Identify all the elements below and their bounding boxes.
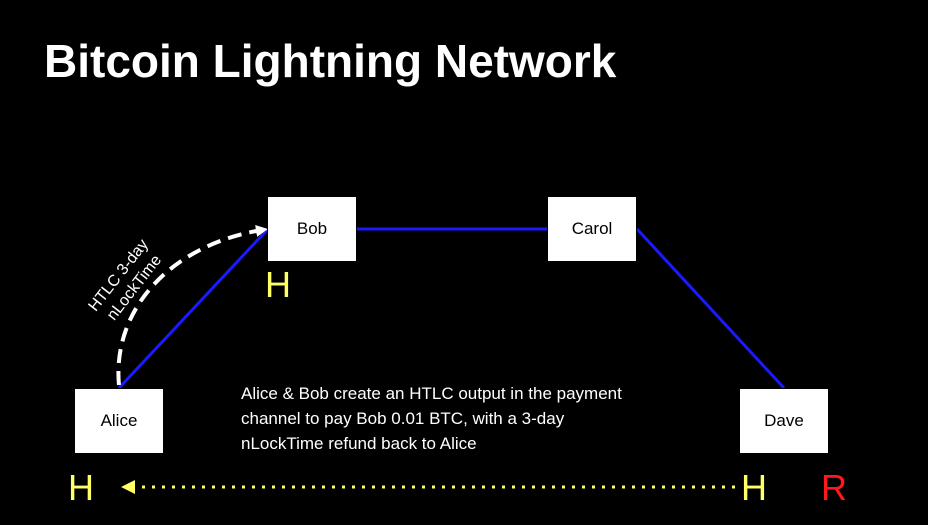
node-bob-label: Bob (296, 219, 328, 238)
node-alice[interactable]: Alice (74, 388, 164, 454)
slide-title: Bitcoin Lightning Network (44, 35, 617, 87)
caption-line-3: nLockTime refund back to Alice (241, 434, 477, 453)
node-alice-label: Alice (100, 411, 138, 430)
caption: Alice & Bob create an HTLC output in the… (241, 381, 701, 456)
node-bob[interactable]: Bob (267, 196, 357, 262)
node-dave-label: Dave (764, 411, 804, 430)
bob-hash-marker: H (265, 264, 291, 305)
node-dave[interactable]: Dave (739, 388, 829, 454)
caption-line-1: Alice & Bob create an HTLC output in the… (241, 384, 622, 403)
channel-carol-dave (635, 227, 786, 390)
node-carol-label: Carol (571, 219, 613, 238)
htlc-arrow (116, 225, 268, 386)
dave-preimage-marker: R (821, 467, 847, 508)
channel-alice-bob (117, 228, 269, 390)
node-carol[interactable]: Carol (547, 196, 637, 262)
alice-hash-marker: H (68, 467, 94, 508)
dave-hash-marker: H (741, 467, 767, 508)
caption-line-2: channel to pay Bob 0.01 BTC, with a 3-da… (241, 409, 565, 428)
